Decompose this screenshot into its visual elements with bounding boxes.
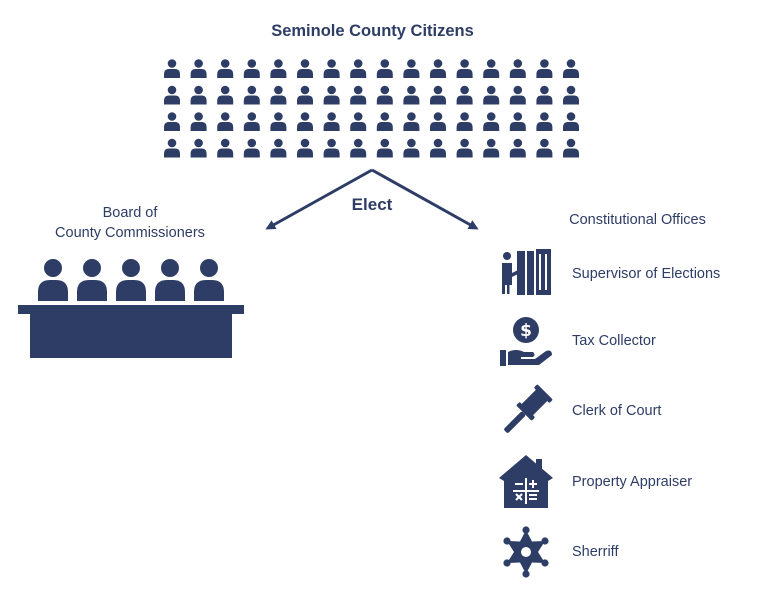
voting-booth-icon xyxy=(502,249,551,295)
svg-text:$: $ xyxy=(520,321,532,341)
person-icon xyxy=(376,59,393,78)
commissioner-icon xyxy=(116,259,146,301)
person-icon xyxy=(270,138,287,158)
person-icon xyxy=(350,138,367,158)
office-tax-collector: $ Tax Collector xyxy=(496,311,766,371)
person-icon xyxy=(270,112,287,131)
person-icon xyxy=(563,59,579,78)
person-icon xyxy=(483,112,500,131)
person-icon xyxy=(350,85,367,105)
person-icon xyxy=(164,112,180,131)
person-icon xyxy=(190,112,207,131)
commissioner-icon xyxy=(77,259,107,301)
diagram-title: Seminole County Citizens xyxy=(271,22,474,40)
commissioners-at-desk-icon xyxy=(18,259,244,358)
person-icon xyxy=(430,138,446,158)
person-icon xyxy=(350,112,367,131)
person-icon xyxy=(563,138,579,158)
gavel-icon xyxy=(504,384,553,433)
arrow-to-board xyxy=(265,168,373,230)
office-label: Property Appraiser xyxy=(572,474,693,490)
person-icon xyxy=(376,112,393,131)
person-icon xyxy=(430,112,446,131)
person-icon xyxy=(403,138,420,158)
person-icon xyxy=(536,85,553,105)
person-icon xyxy=(456,112,473,131)
person-icon xyxy=(297,112,313,131)
person-icon xyxy=(509,85,526,105)
person-icon xyxy=(297,85,313,105)
office-supervisor-of-elections: Supervisor of Elections xyxy=(496,244,766,304)
person-icon xyxy=(243,138,260,158)
person-icon xyxy=(190,85,207,105)
person-icon xyxy=(403,85,420,105)
person-icon xyxy=(536,138,553,158)
citizens-crowd xyxy=(164,59,579,158)
person-icon xyxy=(243,85,260,105)
person-icon xyxy=(483,138,500,158)
desk-top xyxy=(18,305,244,314)
person-icon xyxy=(270,59,287,78)
elect-label: Elect xyxy=(351,195,393,214)
office-label: Supervisor of Elections xyxy=(572,266,721,282)
person-icon xyxy=(164,59,180,78)
person-icon xyxy=(430,85,446,105)
person-icon xyxy=(403,112,420,131)
commissioner-icon xyxy=(194,259,224,301)
office-label: Tax Collector xyxy=(572,333,656,349)
person-icon xyxy=(243,112,260,131)
person-icon xyxy=(509,138,526,158)
commissioner-icon xyxy=(38,259,68,301)
person-icon xyxy=(164,85,180,105)
arrow-to-offices xyxy=(371,168,479,230)
person-icon xyxy=(217,112,234,131)
person-icon xyxy=(270,85,287,105)
commissioner-icon xyxy=(155,259,185,301)
person-icon xyxy=(190,59,207,78)
person-icon xyxy=(217,59,234,78)
office-clerk-of-court: Clerk of Court xyxy=(496,381,766,441)
person-icon xyxy=(297,138,313,158)
person-icon xyxy=(483,59,500,78)
offices-title: Constitutional Offices xyxy=(569,212,706,228)
person-icon xyxy=(456,85,473,105)
board-title-line-1: Board of xyxy=(102,205,158,221)
person-icon xyxy=(297,59,313,78)
person-icon xyxy=(563,112,579,131)
person-icon xyxy=(350,59,367,78)
person-icon xyxy=(536,59,553,78)
person-icon xyxy=(563,85,579,105)
person-icon xyxy=(483,85,500,105)
office-property-appraiser: Property Appraiser xyxy=(496,452,766,512)
person-icon xyxy=(376,138,393,158)
office-label: Sherriff xyxy=(572,544,619,560)
person-icon xyxy=(323,112,340,131)
person-icon xyxy=(323,138,340,158)
house-calculator-icon xyxy=(499,455,553,508)
person-icon xyxy=(323,85,340,105)
desk-front xyxy=(30,314,232,358)
person-icon xyxy=(243,59,260,78)
office-label: Clerk of Court xyxy=(572,403,662,419)
board-title-line-2: County Commissioners xyxy=(55,225,205,241)
person-icon xyxy=(456,138,473,158)
person-icon xyxy=(430,59,446,78)
sheriff-star-icon xyxy=(503,526,549,578)
person-icon xyxy=(509,59,526,78)
person-icon xyxy=(403,59,420,78)
person-icon xyxy=(456,59,473,78)
person-icon xyxy=(217,85,234,105)
person-icon xyxy=(190,138,207,158)
person-icon xyxy=(323,59,340,78)
person-icon xyxy=(536,112,553,131)
hand-coin-icon: $ xyxy=(500,317,552,366)
board-title: Board of County Commissioners xyxy=(25,203,235,243)
person-icon xyxy=(376,85,393,105)
person-icon xyxy=(509,112,526,131)
person-icon xyxy=(217,138,234,158)
office-sherriff: Sherriff xyxy=(496,522,766,582)
person-icon xyxy=(164,138,180,158)
